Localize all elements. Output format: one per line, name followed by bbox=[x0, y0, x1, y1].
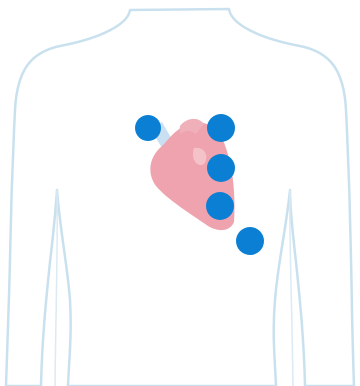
electrode-2 bbox=[207, 114, 235, 142]
electrode-3 bbox=[207, 154, 235, 182]
electrode-1 bbox=[135, 115, 161, 141]
electrode-5 bbox=[236, 227, 264, 255]
electrode-4 bbox=[206, 192, 234, 220]
